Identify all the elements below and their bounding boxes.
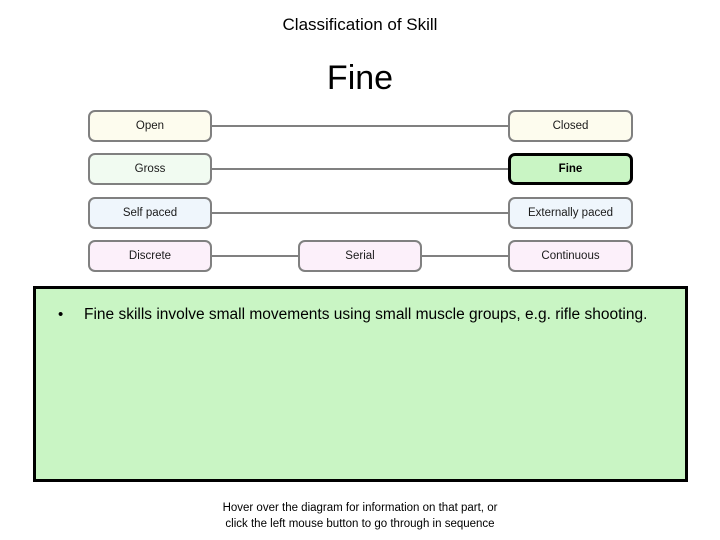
diagram-node-self-paced[interactable]: Self paced	[88, 197, 212, 229]
connector-line	[210, 212, 510, 214]
diagram-node-fine[interactable]: Fine	[508, 153, 633, 185]
connector-line	[210, 255, 300, 257]
instructions-line-2: click the left mouse button to go throug…	[225, 518, 495, 530]
diagram-node-label: Fine	[558, 162, 583, 175]
diagram-node-label: Open	[135, 119, 165, 132]
diagram-node-label: Serial	[345, 249, 375, 262]
connector-line	[210, 125, 510, 127]
information-list: • Fine skills involve small movements us…	[36, 289, 685, 327]
diagram-node-open[interactable]: Open	[88, 110, 212, 142]
diagram-node-gross[interactable]: Gross	[88, 153, 212, 185]
connector-line	[420, 255, 510, 257]
diagram-node-label: Discrete	[128, 249, 172, 262]
connector-line	[210, 168, 510, 170]
diagram-node-discrete[interactable]: Discrete	[88, 240, 212, 272]
selected-term-heading: Fine	[326, 59, 394, 97]
diagram-node-label: Self paced	[122, 206, 178, 219]
classification-diagram: Open Closed Gross Fine Self paced Extern…	[0, 108, 720, 284]
instructions-line-1: Hover over the diagram for information o…	[222, 502, 498, 514]
diagram-row-gross-fine: Gross Fine	[0, 153, 720, 185]
diagram-row-paced: Self paced Externally paced	[0, 197, 720, 229]
diagram-row-discrete-serial-continuous: Discrete Serial Continuous	[0, 240, 720, 272]
list-item: • Fine skills involve small movements us…	[58, 303, 663, 327]
diagram-node-label: Gross	[134, 162, 166, 175]
diagram-node-continuous[interactable]: Continuous	[508, 240, 633, 272]
diagram-node-serial[interactable]: Serial	[298, 240, 422, 272]
diagram-node-label: Continuous	[541, 249, 600, 262]
diagram-row-open-closed: Open Closed	[0, 110, 720, 142]
instructions-footer: Hover over the diagram for information o…	[0, 500, 720, 532]
information-text: Fine skills involve small movements usin…	[84, 306, 648, 323]
diagram-node-closed[interactable]: Closed	[508, 110, 633, 142]
diagram-node-externally-paced[interactable]: Externally paced	[508, 197, 633, 229]
diagram-node-label: Externally paced	[527, 206, 614, 219]
information-panel: • Fine skills involve small movements us…	[33, 286, 688, 482]
bullet-icon: •	[58, 306, 64, 323]
page-title: Classification of Skill	[282, 15, 438, 34]
diagram-node-label: Closed	[552, 119, 589, 132]
